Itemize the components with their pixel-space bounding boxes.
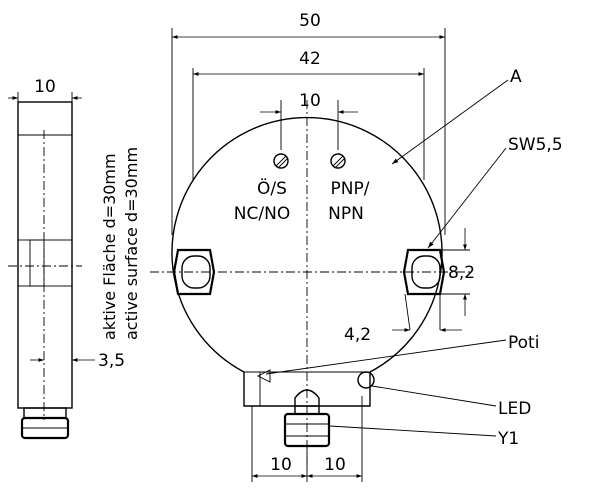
side-body — [17, 101, 73, 409]
dim-slot-height: 8,2 — [448, 263, 475, 283]
label-y1: Y1 — [497, 429, 519, 449]
dim-trimmer-spacing: 10 — [299, 91, 321, 111]
switch-pnp-npn — [330, 153, 346, 169]
right-mounting-slot — [402, 248, 446, 331]
side-slot — [17, 239, 73, 287]
label-switch-de: Ö/S — [257, 177, 287, 199]
dim-face-offset: 3,5 — [98, 351, 125, 371]
poti-marker — [256, 369, 271, 383]
led-indicator — [357, 371, 375, 389]
dim-connector-right: 10 — [324, 455, 346, 475]
dim-slot-offset: 4,2 — [344, 325, 371, 345]
label-wrench: SW5,5 — [508, 135, 563, 155]
label-led: LED — [498, 399, 531, 419]
active-surface-de: aktive Fläche d=30mm — [100, 153, 119, 340]
front-view — [150, 100, 470, 470]
label-poti: Poti — [508, 333, 539, 353]
side-view: 10 3,5 — [8, 77, 125, 440]
switch-no-nc — [273, 153, 289, 169]
dim-slot-spacing: 42 — [299, 49, 321, 69]
label-a: A — [510, 67, 522, 87]
dim-overall-width: 50 — [299, 11, 321, 31]
active-surface-text: aktive Fläche d=30mm active surface d=30… — [100, 147, 141, 340]
side-connector — [23, 407, 67, 419]
dim-connector-left: 10 — [270, 455, 292, 475]
label-output-bottom: NPN — [328, 204, 364, 224]
dim-side-thickness: 10 — [34, 77, 56, 97]
active-surface-en: active surface d=30mm — [122, 147, 141, 340]
left-mounting-slot — [172, 248, 216, 296]
label-switch-en: NC/NO — [234, 204, 290, 224]
label-output-top: PNP/ — [331, 179, 370, 199]
